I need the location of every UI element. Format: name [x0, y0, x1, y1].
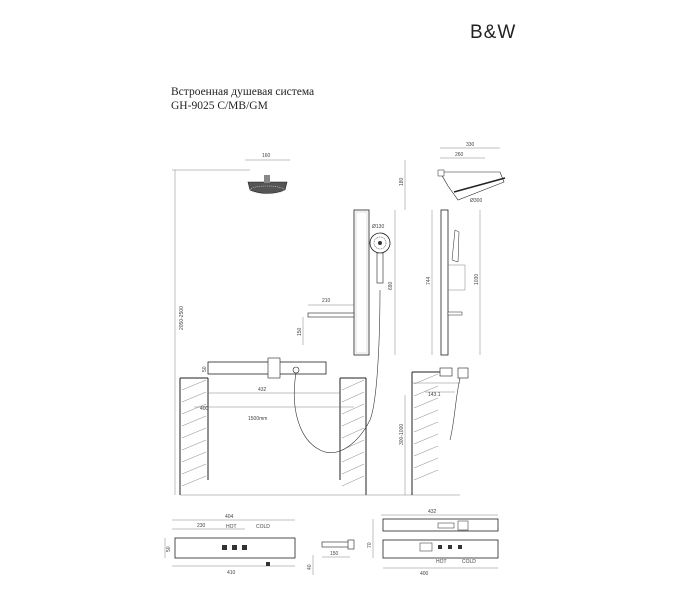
dim-panel-height: 690 [388, 281, 394, 290]
dim-height-range: 2050-2500 [179, 306, 185, 330]
concealed-body: 50 [202, 357, 327, 379]
label-hot: HOT [226, 524, 237, 530]
spout-detail: 150 40 [307, 539, 355, 575]
dim-plan-left: 230 [197, 523, 206, 529]
dim-plan-width: 404 [225, 514, 234, 520]
dim-head-diameter: 160 [262, 153, 271, 159]
dim-plan-height: 50 [166, 546, 172, 552]
hand-shower: Ø130 [369, 224, 391, 284]
label-cold: COLD [256, 524, 270, 530]
dim-spout-small-h: 40 [307, 564, 313, 570]
dim-side-total: 1030 [474, 274, 480, 285]
shower-panel: 690 [353, 209, 396, 356]
plan-view-left: 404 230 HOT COLD 50 410 [164, 514, 296, 576]
dim-body-length: 432 [258, 387, 267, 393]
dim-shelf-width: 210 [322, 298, 331, 304]
dim-plan2-width: 432 [428, 509, 437, 515]
dim-spout-small-len: 150 [330, 551, 339, 557]
rain-shower-head: 160 [245, 153, 290, 195]
dim-side-rail: 744 [426, 276, 432, 285]
product-title-line1: Встроенная душевая система [171, 86, 315, 98]
plan-view-right: 432 70 HOT COLD 400 [367, 509, 499, 577]
dim-plan2-height: 70 [367, 542, 373, 548]
dim-side-left: 180 [399, 177, 405, 186]
shelf: 210 150 [297, 298, 355, 345]
brand-logo: B&W [470, 22, 517, 43]
dim-side-lower: 300-1000 [399, 424, 405, 445]
product-title: Встроенная душевая система GH-9025 C/MB/… [171, 85, 314, 113]
dim-spout-len: 150 [297, 327, 303, 336]
wall-niche: 432 400 [179, 377, 460, 496]
dim-hose: 1500mm [248, 416, 267, 422]
dim-body-small: 50 [202, 366, 208, 372]
label-hot2: HOT [436, 559, 447, 565]
product-model: GH-9025 C/MB/GM [171, 100, 268, 112]
dim-handshower: Ø130 [372, 224, 384, 230]
dim-side-offset: 143.1 [428, 392, 441, 398]
dim-side-top2: 260 [455, 152, 464, 158]
side-view: 330 260 180 Ø300 744 1030 143.1 300-1000 [399, 142, 506, 495]
dim-side-top: 330 [466, 142, 475, 148]
dim-body-depth: 400 [200, 406, 209, 412]
label-cold2: COLD [462, 559, 476, 565]
dim-plan-bottom: 410 [227, 570, 236, 576]
dim-plan2-bottom: 400 [420, 571, 429, 577]
dim-side-head: Ø300 [470, 198, 482, 204]
shower-hose: 1500mm [248, 289, 381, 453]
